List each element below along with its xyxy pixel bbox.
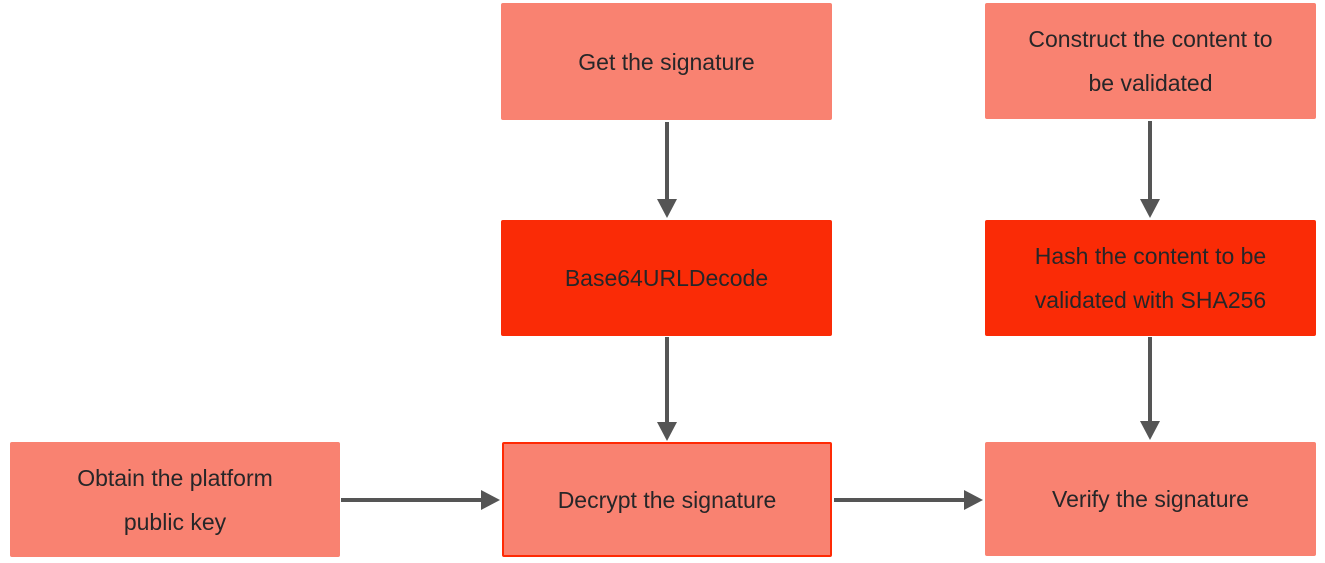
arrow-shaft	[665, 122, 669, 204]
node-obtain-platform-key: Obtain the platform public key	[10, 442, 340, 557]
arrow-shaft	[834, 498, 969, 502]
node-hash-content: Hash the content to be validated with SH…	[985, 220, 1316, 336]
arrow-shaft	[665, 337, 669, 427]
arrow-hash-content-to-verify-signature	[1139, 337, 1161, 440]
arrow-head-icon	[657, 199, 677, 218]
node-label: Obtain the platform public key	[77, 464, 273, 535]
node-base64-url-decode: Base64URLDecode	[501, 220, 832, 336]
node-label: Get the signature	[578, 48, 755, 75]
arrow-obtain-platform-key-to-decrypt-signature	[341, 489, 500, 511]
node-label: Verify the signature	[1052, 486, 1249, 512]
arrow-head-icon	[1140, 421, 1160, 440]
arrow-shaft	[341, 498, 486, 502]
node-label: Base64URLDecode	[564, 265, 769, 291]
node-construct-content: Construct the content to be validated	[985, 3, 1316, 119]
node-verify-signature: Verify the signature	[985, 442, 1316, 556]
arrow-get-signature-to-base64-url-decode	[656, 122, 678, 218]
arrow-head-icon	[481, 490, 500, 510]
node-label: Hash the content to be validated with SH…	[1034, 243, 1267, 313]
arrow-decrypt-signature-to-verify-signature	[834, 489, 983, 511]
arrow-head-icon	[964, 490, 983, 510]
node-get-signature: Get the signature	[501, 3, 832, 120]
arrow-shaft	[1148, 121, 1152, 204]
arrow-head-icon	[1140, 199, 1160, 218]
node-label: Decrypt the signature	[557, 486, 777, 513]
arrow-base64-url-decode-to-decrypt-signature	[656, 337, 678, 441]
node-label: Construct the content to be validated	[1028, 26, 1273, 96]
arrow-head-icon	[657, 422, 677, 441]
arrow-construct-content-to-hash-content	[1139, 121, 1161, 218]
node-decrypt-signature: Decrypt the signature	[502, 442, 832, 557]
arrow-shaft	[1148, 337, 1152, 426]
